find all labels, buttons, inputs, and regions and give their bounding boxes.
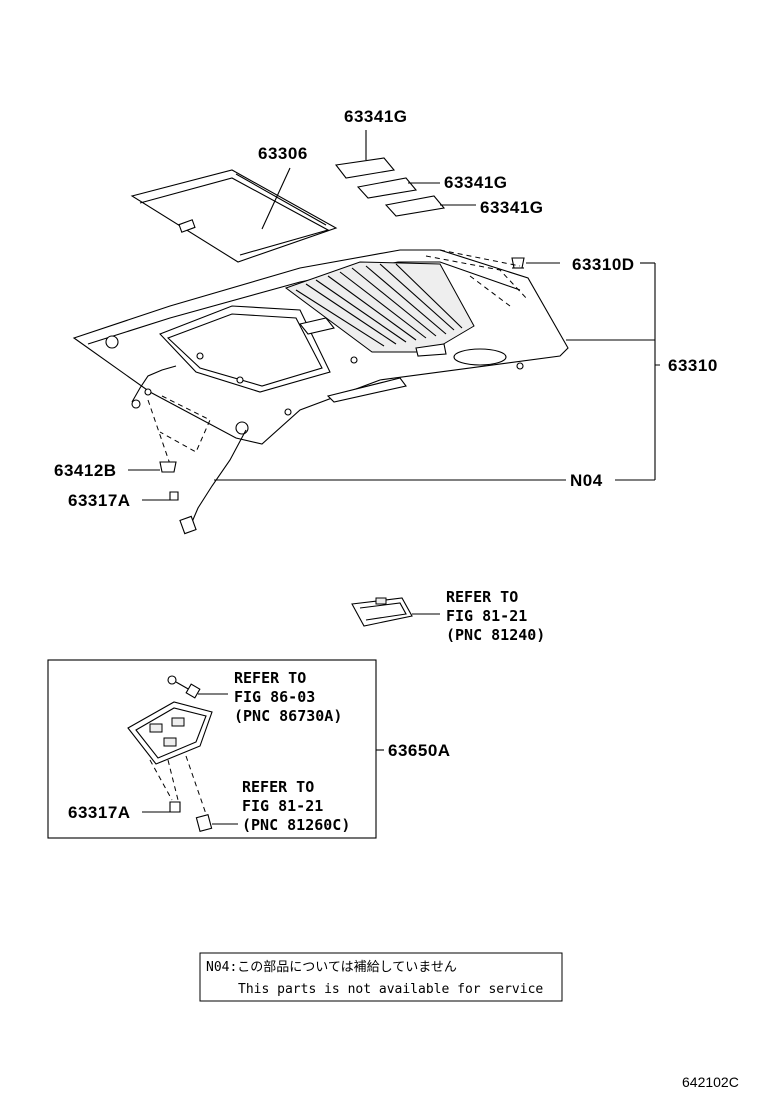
refer-1-line3: (PNC 81240): [446, 626, 545, 644]
label-63317a-1: 63317A: [68, 491, 131, 510]
refer-1-line2: FIG 81-21: [446, 607, 527, 625]
note-box: [199, 952, 563, 1002]
label-63341g-3: 63341G: [480, 198, 544, 217]
label-63306: 63306: [258, 144, 308, 163]
note-line-2: This parts is not available for service: [238, 982, 543, 997]
refer-3-line1: REFER TO: [242, 778, 314, 796]
refer-3-line2: FIG 81-21: [242, 797, 323, 815]
label-63310: 63310: [668, 356, 718, 375]
note-line-1: N04:この部品については補給していません: [206, 960, 457, 975]
roof-lamp-drawing: [351, 597, 440, 627]
refer-1-line1: REFER TO: [446, 588, 518, 606]
pads-drawing: [334, 130, 476, 217]
label-63341g-2: 63341G: [444, 173, 508, 192]
sunshade-panel-drawing: [130, 167, 338, 263]
figure-code: 642102C: [682, 1074, 739, 1090]
assembly-box: [47, 659, 377, 839]
label-63310d: 63310D: [572, 255, 635, 274]
label-n04: N04: [570, 471, 603, 490]
label-63650a: 63650A: [388, 741, 451, 760]
console-assembly-drawing: [127, 675, 384, 832]
label-63412b: 63412B: [54, 461, 117, 480]
label-63341g-1: 63341G: [344, 107, 408, 126]
wire-harness-drawing: [128, 365, 566, 535]
refer-3-line3: (PNC 81260C): [242, 816, 350, 834]
refer-2-line1: REFER TO: [234, 669, 306, 687]
headliner-drawing: [72, 249, 655, 445]
refer-2-line2: FIG 86-03: [234, 688, 315, 706]
refer-2-line3: (PNC 86730A): [234, 707, 342, 725]
label-63317a-2: 63317A: [68, 803, 131, 822]
group-bracket: [615, 262, 662, 481]
